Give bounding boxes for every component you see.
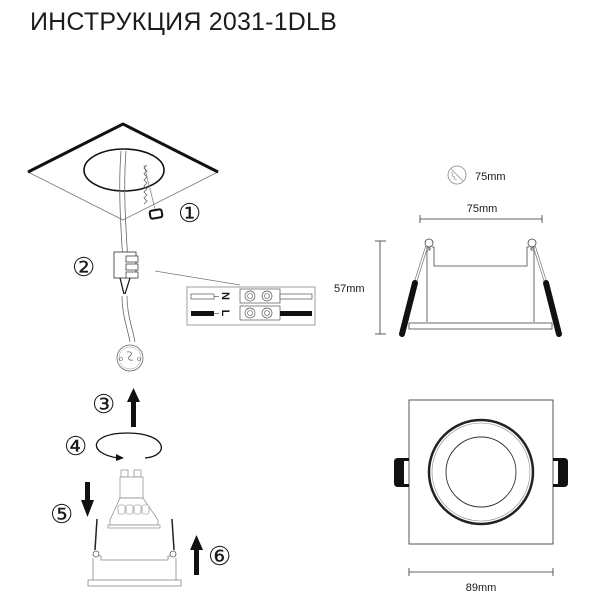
cutout-diameter-label: 75mm xyxy=(475,171,506,183)
arrow-up-icon-2 xyxy=(190,535,203,575)
page-title: ИНСТРУКЦИЯ 2031-1DLB xyxy=(30,8,338,36)
step-3-label: ③ xyxy=(92,389,115,419)
terminal-block xyxy=(113,251,139,343)
fixture-side-view xyxy=(399,238,562,337)
live-label: L xyxy=(219,310,231,317)
rotate-arrow-icon xyxy=(95,432,162,461)
neutral-label: N xyxy=(219,292,231,300)
wiring-detail xyxy=(186,286,316,326)
outer-width-label: 89mm xyxy=(466,582,497,594)
arrow-down-icon xyxy=(81,482,94,517)
body-width-dimension xyxy=(419,215,543,223)
step-6-label: ⑥ xyxy=(208,541,231,571)
gu10-socket xyxy=(116,344,144,372)
arrow-up-icon xyxy=(127,388,140,427)
height-label: 57mm xyxy=(334,283,365,295)
fixture-top-view xyxy=(394,399,568,545)
body-width-label: 75mm xyxy=(467,203,498,215)
height-dimension xyxy=(375,240,386,335)
step-2-label: ② xyxy=(72,252,95,282)
ceiling-panel xyxy=(27,122,219,263)
step-4-label: ④ xyxy=(64,431,87,461)
step-1-label: ① xyxy=(178,198,201,228)
fixture-body-side xyxy=(87,518,182,587)
outer-width-dimension xyxy=(408,568,554,576)
gu10-lamp xyxy=(107,469,161,529)
cutout-saw-icon xyxy=(447,165,467,185)
saw-icon xyxy=(143,164,164,220)
step-5-label: ⑤ xyxy=(50,499,73,529)
